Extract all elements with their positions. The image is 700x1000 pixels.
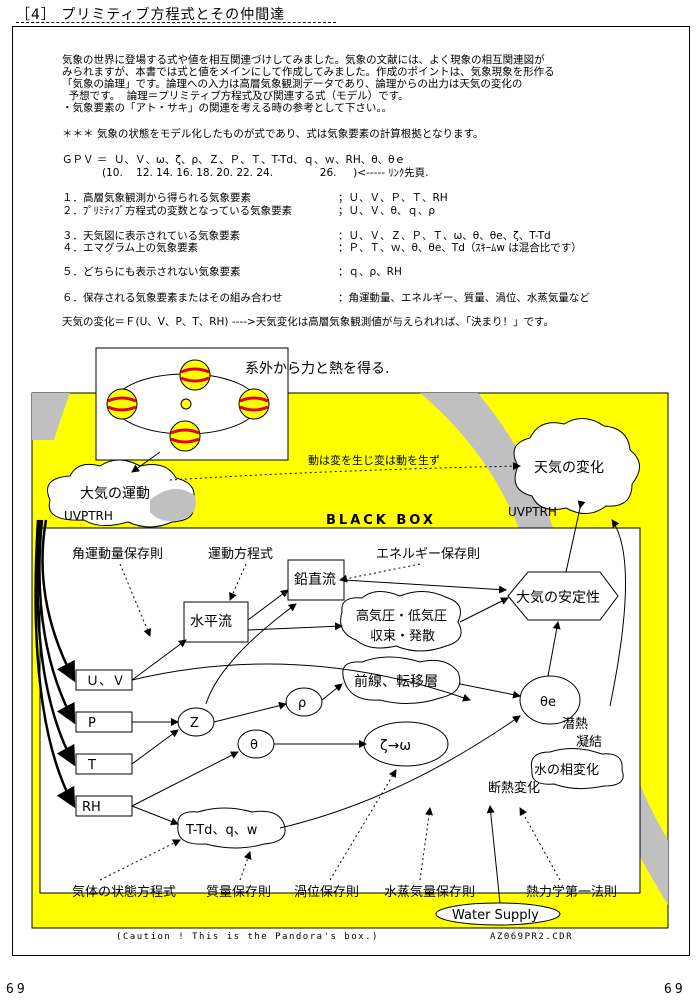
hilo-cloud	[340, 591, 462, 652]
rho-label: ρ	[298, 696, 306, 711]
uv-label: Ｕ、Ｖ	[86, 674, 125, 689]
stability-label: 大気の安定性	[516, 590, 600, 606]
p-box	[75, 711, 133, 733]
side-latent: 潜熱	[562, 717, 588, 732]
side-adiabatic: 断熱変化	[488, 780, 540, 796]
sun-icon	[180, 398, 192, 410]
z-label: Z	[190, 716, 199, 731]
gpv-pages: (10. 12. 14. 16. 18. 20. 22. 24. 26. )<-…	[102, 167, 429, 179]
list-value-6: ：角運動量、エネルギー、質量、渦位、水蒸気量など	[338, 292, 590, 304]
list-value-1: ；Ｕ、Ｖ、Ｐ、Ｔ、RH	[338, 192, 448, 204]
formula-line: 天気の変化＝Ｆ(U、V、P、T、RH) ---->天気変化は高層気象観測値が与え…	[62, 316, 554, 328]
zeta-omega-label: ζ→ω	[380, 738, 411, 754]
arrow-orbit-to-cloud	[131, 451, 161, 473]
list-label-3: ３．天気図に表示されている気象要素	[62, 230, 241, 242]
list-value-5: ：ｑ、ρ、RH	[338, 266, 402, 278]
list-value-3: ：Ｕ、Ｖ、Ｚ、Ｐ、Ｔ、ω、θ、θe、ζ、T-Td	[338, 230, 551, 242]
dotted-arrow	[169, 462, 521, 481]
list-value-4: ：Ｐ、Ｔ、ｗ、θ、θe、Td（ｽｷｰﾑw は混合比です）	[338, 242, 582, 254]
t-label: T	[87, 758, 96, 773]
external-label: 系外から力と熱を得る.	[245, 360, 389, 377]
black-box-label: BLACK BOX	[326, 513, 436, 528]
hilo-label-2: 収束・発散	[370, 629, 435, 644]
cloud-left-shadow	[150, 488, 196, 521]
law-vorticity: 渦位保存則	[294, 885, 359, 900]
list-value-2: ；Ｕ、Ｖ、θ、ｑ、ρ	[338, 205, 436, 217]
thetae-label: θe	[540, 695, 556, 710]
law-motion: 運動方程式	[208, 546, 273, 562]
list-label-2: ２．ﾌﾟﾘﾐﾃｨﾌﾞ方程式の変数となっている気象要素	[62, 205, 293, 217]
front-label: 前線、転移層	[354, 673, 438, 690]
water-supply-ellipse	[435, 902, 561, 926]
intro-line-2: みられますが、本書では式と値をメインにして作成してみました。作成のポイントは、気…	[62, 66, 555, 78]
phase-cloud	[530, 748, 624, 790]
p-label: P	[88, 716, 96, 731]
gpv-line: ＧＰＶ ＝ Ｕ、Ｖ、ω、ζ、ρ、Ｚ、Ｐ、Ｔ、T-Td、ｑ、ｗ、RH、θ、θｅ	[62, 154, 406, 166]
intro-line-5: ・気象要素の「アト・サキ」の関連を考える時の参考として下さい。。	[62, 102, 393, 114]
vertical-flow-box	[287, 559, 345, 601]
law-thermo: 熱力学第一法則	[526, 884, 617, 900]
law-energy: エネルギー保存則	[376, 547, 480, 562]
caution-caption: (Caution ! This is the Pandora's box.)	[116, 932, 379, 942]
ttd-cloud	[177, 807, 286, 849]
cloud-left-sub: UVPTRH	[64, 509, 113, 523]
rh-label: RH	[82, 800, 101, 815]
list-label-5: ５．どちらにも表示されない気象要素	[62, 266, 241, 278]
title-underline	[16, 22, 336, 23]
earth-icons	[106, 359, 270, 452]
side-phase: 水の相変化	[534, 762, 599, 778]
side-condense: 凝結	[576, 734, 602, 750]
page-frame	[12, 26, 690, 956]
relation-arrows	[131, 500, 626, 829]
page-number-right: 69	[664, 982, 686, 997]
law-gas: 気体の状態方程式	[72, 884, 176, 900]
thick-arrows	[34, 519, 76, 809]
page-title: ［4］ プリミティブ方程式とその仲間達	[16, 7, 286, 23]
file-caption: AZ069PR2.CDR	[490, 932, 574, 942]
cloud-right	[513, 418, 640, 514]
list-label-1: １．高層気象観測から得られる気象要素	[62, 192, 251, 204]
page-number-left: 69	[6, 982, 28, 997]
hilo-label-1: 高気圧・低気圧	[356, 608, 447, 624]
intro-line-4: 予想です。 論理＝プリミティブ方程式及び関連する式（モデル）です。	[62, 90, 409, 102]
cloud-right-sub: UVPTRH	[508, 505, 557, 519]
list-label-4: ４．エマグラム上の気象要素	[62, 242, 199, 254]
ttd-label: T-Td、q、w	[185, 823, 258, 838]
cloud-right-label: 天気の変化	[534, 459, 604, 476]
intro-line-1: 気象の世界に登場する式や値を相互関連づけしてみました。気象の文献には、よく現象の…	[62, 54, 545, 66]
note-line: ＊＊＊ 気象の状態をモデル化したものが式であり、式は気象要素の計算根拠となります…	[62, 128, 484, 140]
law-mass: 質量保存則	[206, 885, 271, 900]
horizontal-flow-box	[183, 601, 249, 643]
theta-label: θ	[250, 738, 258, 753]
dotted-law-arrows	[99, 563, 561, 881]
thetae-ellipse	[519, 675, 581, 725]
dotted-relation-label: 動は変を生じ変は動を生ず	[308, 453, 440, 467]
stability-box	[507, 571, 619, 621]
list-label-6: ６．保存される気象要素またはその組み合わせ	[62, 292, 283, 304]
intro-line-3: 「気象の論理」です。論理への入力は高層気象観測データであり、論理からの出力は天気…	[62, 78, 523, 90]
t-box	[75, 753, 133, 775]
law-vapor: 水蒸気量保存則	[384, 884, 475, 900]
water-arrow	[486, 805, 501, 904]
horizontal-flow-label: 水平流	[190, 614, 232, 630]
law-angular: 角運動量保存則	[72, 547, 163, 562]
vertical-flow-label: 鉛直流	[294, 571, 336, 588]
cloud-left-label: 大気の運動	[80, 486, 150, 502]
gray-corner	[32, 393, 70, 440]
water-supply-label: Water Supply	[452, 908, 539, 923]
